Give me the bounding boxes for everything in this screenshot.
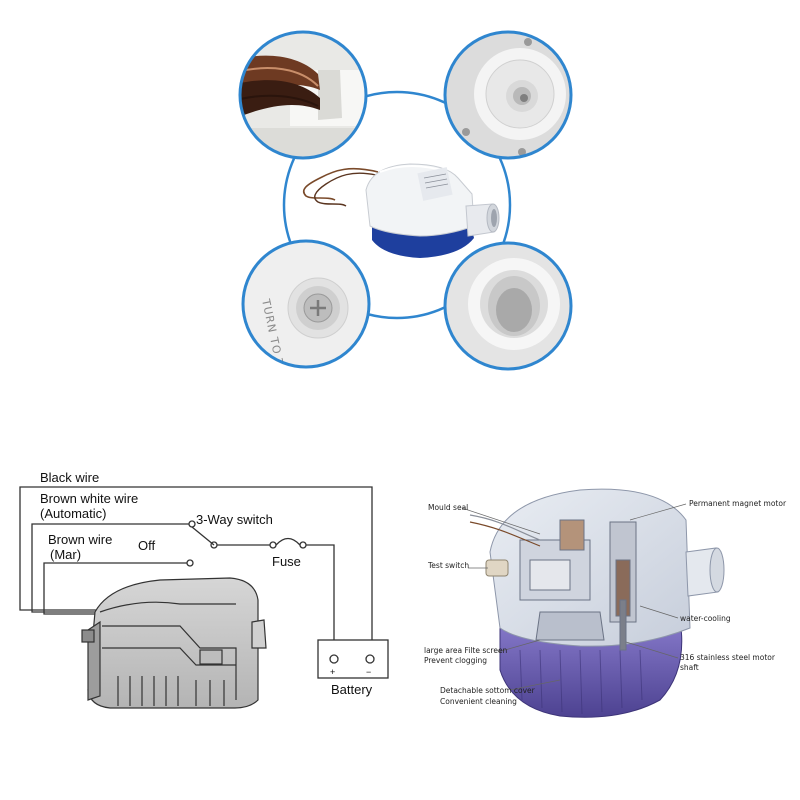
- switch-lever: [191, 526, 215, 546]
- detail-ring-bl: [241, 239, 371, 369]
- detail-ring-tl: [238, 30, 368, 160]
- label-3-way-switch: 3-Way switch: [196, 512, 273, 527]
- fuse-element: [275, 537, 301, 546]
- battery-box: [317, 639, 389, 679]
- label-manual: (Mar): [50, 547, 81, 562]
- pump-photo: [302, 163, 500, 258]
- wiring-labels: Black wire Brown white wire (Automatic) …: [40, 470, 373, 697]
- switch-contact-auto: [188, 520, 196, 528]
- black-wire-line: [19, 486, 373, 640]
- label-mould-seal: Mould seal: [428, 503, 468, 512]
- detail-outlet-base: [443, 30, 573, 160]
- label-automatic: (Automatic): [40, 506, 106, 521]
- label-prevent-clogging: Prevent clogging: [424, 656, 487, 665]
- detail-ring-tr: [443, 30, 573, 160]
- label-bottom-cover: Detachable sottom cover: [440, 686, 536, 695]
- brown-wire-line: [43, 562, 188, 615]
- label-filter-screen: large area Filte screen: [424, 646, 508, 655]
- fuse-left: [269, 541, 277, 549]
- cutaway-illustration: Mould seal Test switch large area Filte …: [424, 488, 787, 718]
- photo-panel: TURN TO TEST: [238, 30, 573, 371]
- label-test-switch: Test switch: [427, 561, 469, 570]
- pump-label: [417, 167, 453, 201]
- brown-white-wire-line: [31, 523, 190, 613]
- label-off: Off: [138, 538, 155, 553]
- cutaway-wires: [469, 514, 541, 541]
- pump-drawing: [81, 577, 267, 709]
- label-battery: Battery: [331, 682, 373, 697]
- label-shaft: shaft: [680, 663, 699, 672]
- wiring-diagram: [19, 486, 389, 709]
- label-water-cooling: water-cooling: [680, 614, 731, 623]
- label-black-wire: Black wire: [40, 470, 99, 485]
- battery-plus: +: [330, 667, 335, 677]
- label-fuse: Fuse: [272, 554, 301, 569]
- battery-minus: −: [366, 667, 371, 677]
- cutaway-test-switch: [485, 559, 509, 577]
- detail-outlet-nozzle: [443, 241, 573, 371]
- label-magnet-motor: Permanent magnet motor: [689, 499, 787, 508]
- label-brown-wire: Brown wire: [48, 532, 112, 547]
- cutaway-internals: [519, 519, 637, 651]
- fuse-right: [299, 541, 307, 549]
- label-steel-shaft: 316 stainless steel motor: [680, 653, 776, 662]
- detail-ring-br: [443, 241, 573, 371]
- label-brown-white-wire: Brown white wire: [40, 491, 138, 506]
- label-convenient-cleaning: Convenient cleaning: [440, 697, 517, 706]
- detail-wire-entry: [238, 30, 368, 160]
- pump-wires: [302, 167, 379, 201]
- switch-contact-manual: [186, 559, 194, 567]
- detail-test-switch: TURN TO TEST: [241, 239, 371, 369]
